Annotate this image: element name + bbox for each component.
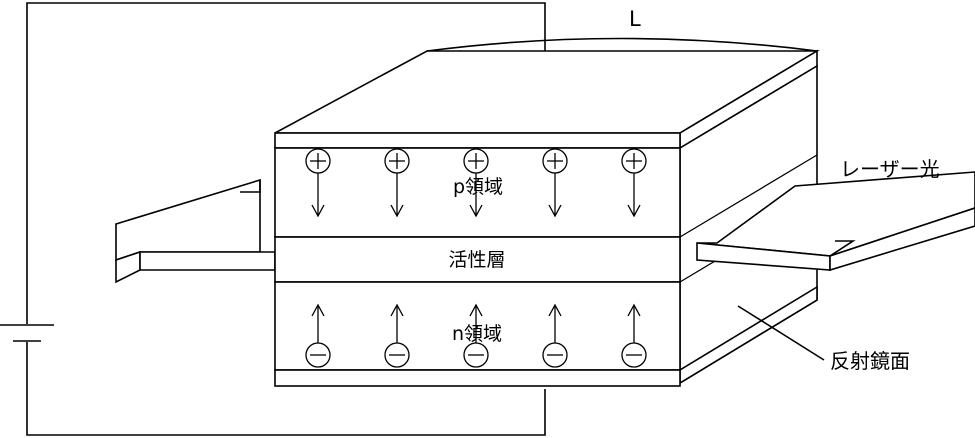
electrons-group [305,303,647,368]
arrow-down-icon [311,173,325,218]
electron-minus-icon [384,342,410,368]
hole-carrier [542,148,568,218]
active-layer-label: 活性層 [448,249,505,271]
electron-minus-icon [305,342,331,368]
arrow-up-icon [627,303,641,343]
electron-carrier [621,303,647,368]
arrow-up-icon [311,303,325,343]
electron-minus-icon [621,342,647,368]
hole-plus-icon [463,148,489,174]
electron-carrier [384,303,410,368]
top-electrode-front [274,132,681,149]
right-laser-beam [696,171,975,272]
laser-block [274,49,820,387]
battery-symbol [0,324,54,342]
left-laser-beam [115,178,276,284]
electron-minus-icon [463,342,489,368]
hole-plus-icon [542,148,568,174]
electron-carrier [542,303,568,368]
hole-carrier [384,148,410,218]
hole-plus-icon [384,148,410,174]
arrow-down-icon [390,173,404,218]
mirror-label: 反射鏡面 [830,349,910,373]
length-label: L [629,7,641,31]
length-arc [426,37,818,52]
bottom-electrode-front [274,369,681,387]
arrow-up-icon [469,303,483,343]
arrow-up-icon [390,303,404,343]
n-region-label: n領域 [452,323,502,345]
hole-plus-icon [621,148,647,174]
electron-carrier [463,303,489,368]
mirror-pointer-line [737,305,825,361]
arrow-down-icon [627,173,641,218]
laser-light-label: レーザー光 [840,157,940,181]
arrow-up-icon [548,303,562,343]
p-region-label: p領域 [453,176,503,198]
hole-carrier [463,148,489,218]
electron-carrier [305,303,331,368]
electron-minus-icon [542,342,568,368]
arrow-down-icon [469,173,483,218]
hole-plus-icon [305,148,331,174]
hole-carrier [305,148,331,218]
holes-group [305,148,647,218]
hole-carrier [621,148,647,218]
circuit-wire [26,2,546,436]
arrow-down-icon [548,173,562,218]
